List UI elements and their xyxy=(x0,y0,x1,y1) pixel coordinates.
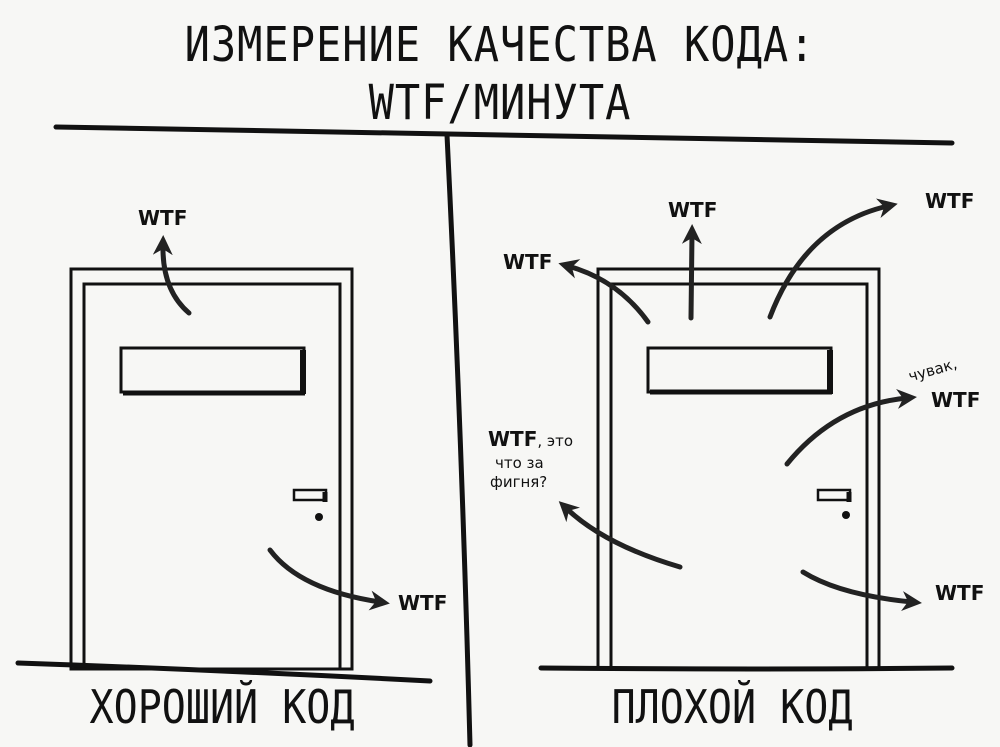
wtf-label: WTF xyxy=(503,250,553,274)
bad-code-caption: ПЛОХОЙ КОД xyxy=(611,681,853,735)
dude-note-line-2: WTF xyxy=(931,388,981,412)
wtf-arrow xyxy=(152,235,192,316)
what-note-line-1: WTF, это xyxy=(488,428,573,450)
what-note-line-2: что за xyxy=(495,454,544,472)
wtf-arrow xyxy=(800,569,922,611)
what-note-line-3: фигня? xyxy=(490,473,548,491)
wtf-label: WTF xyxy=(935,581,985,605)
good-code-caption: ХОРОШИЙ КОД xyxy=(89,681,355,735)
wtf-label: WTF xyxy=(925,189,975,213)
wtf-label: WTF xyxy=(398,591,448,615)
wtf-label: WTF xyxy=(668,198,718,222)
good-code-floor xyxy=(15,660,433,684)
wtf-label: WTF xyxy=(138,206,188,230)
bad-code-floor xyxy=(538,665,955,672)
wtf-arrow xyxy=(784,389,917,467)
wtf-arrow xyxy=(558,501,683,570)
wtf-arrow xyxy=(767,198,898,320)
wtf-arrow xyxy=(558,259,651,325)
panel-top-rule xyxy=(53,124,955,146)
good-code-door xyxy=(69,267,354,671)
what-note-this: , это xyxy=(537,432,574,450)
what-note-wtf: WTF xyxy=(488,427,538,451)
wtf-arrow xyxy=(267,547,390,611)
panel-divider xyxy=(444,132,473,747)
bad-code-door xyxy=(596,267,881,671)
comic-title-line-1: ИЗМЕРЕНИЕ КАЧЕСТВА КОДА: xyxy=(184,16,816,73)
wtf-arrow xyxy=(681,224,702,321)
comic-title-line-2: WTF/МИНУТА xyxy=(368,74,632,131)
